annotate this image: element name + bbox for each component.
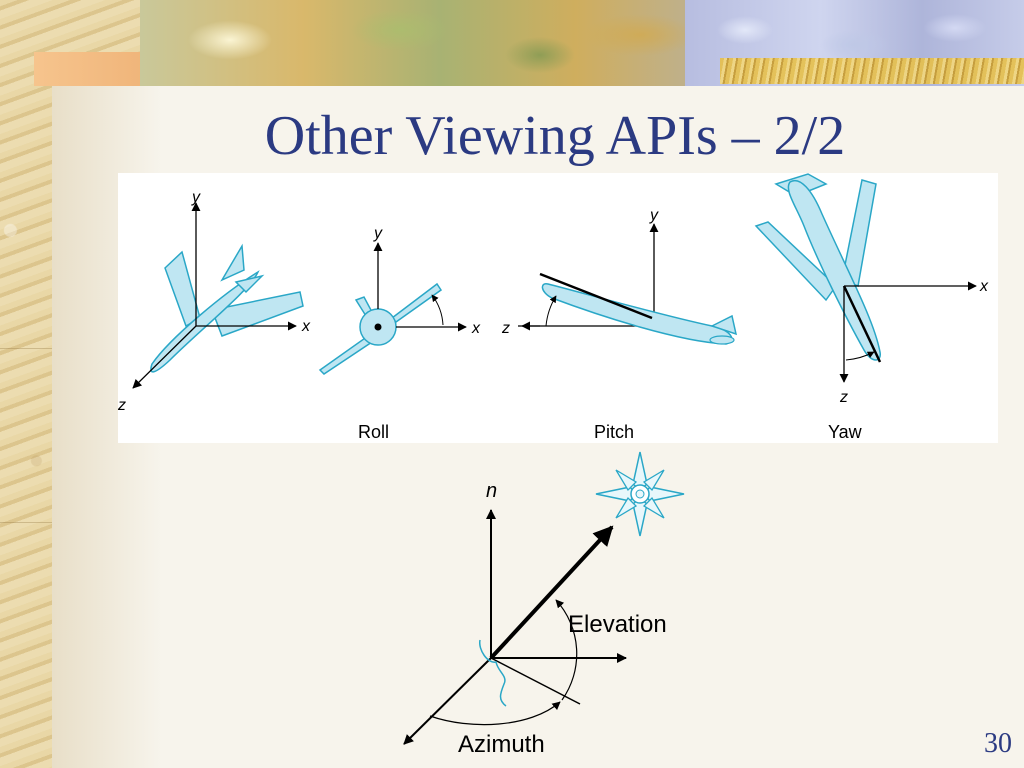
plane-axes-figure: y x z bbox=[117, 189, 311, 414]
axis-n-label: n bbox=[486, 480, 497, 502]
decorative-banner bbox=[0, 0, 1024, 86]
roll-figure: y x Roll bbox=[318, 225, 481, 442]
pitch-label: Pitch bbox=[594, 422, 634, 442]
page-number: 30 bbox=[984, 728, 1012, 759]
azimuth-label: Azimuth bbox=[458, 731, 545, 758]
yaw-axis-x-label: x bbox=[979, 278, 989, 295]
axis-z-label: z bbox=[117, 397, 126, 414]
leaves-image bbox=[140, 0, 685, 86]
parchment-strip bbox=[0, 0, 52, 768]
pitch-axis-z-label: z bbox=[501, 320, 510, 337]
roll-label: Roll bbox=[358, 422, 389, 442]
elevation-azimuth-figure: n Elevation Azimuth bbox=[403, 451, 685, 758]
elevation-label: Elevation bbox=[568, 611, 667, 638]
yaw-label: Yaw bbox=[828, 422, 863, 442]
yaw-axis-z-label: z bbox=[839, 389, 848, 406]
roll-axis-x-label: x bbox=[471, 320, 481, 337]
roll-axis-y-label: y bbox=[373, 225, 383, 242]
axis-x-label: x bbox=[301, 318, 311, 335]
slide-title: Other Viewing APIs – 2/2 bbox=[264, 105, 846, 167]
yaw-figure: x z Yaw bbox=[754, 173, 989, 442]
pitch-axis-y-label: y bbox=[649, 207, 659, 224]
star-icon bbox=[595, 451, 685, 537]
straw-image bbox=[720, 58, 1024, 84]
pitch-figure: y z Pitch bbox=[501, 207, 738, 442]
axis-y-label: y bbox=[191, 189, 201, 206]
observer-icon bbox=[479, 639, 507, 707]
